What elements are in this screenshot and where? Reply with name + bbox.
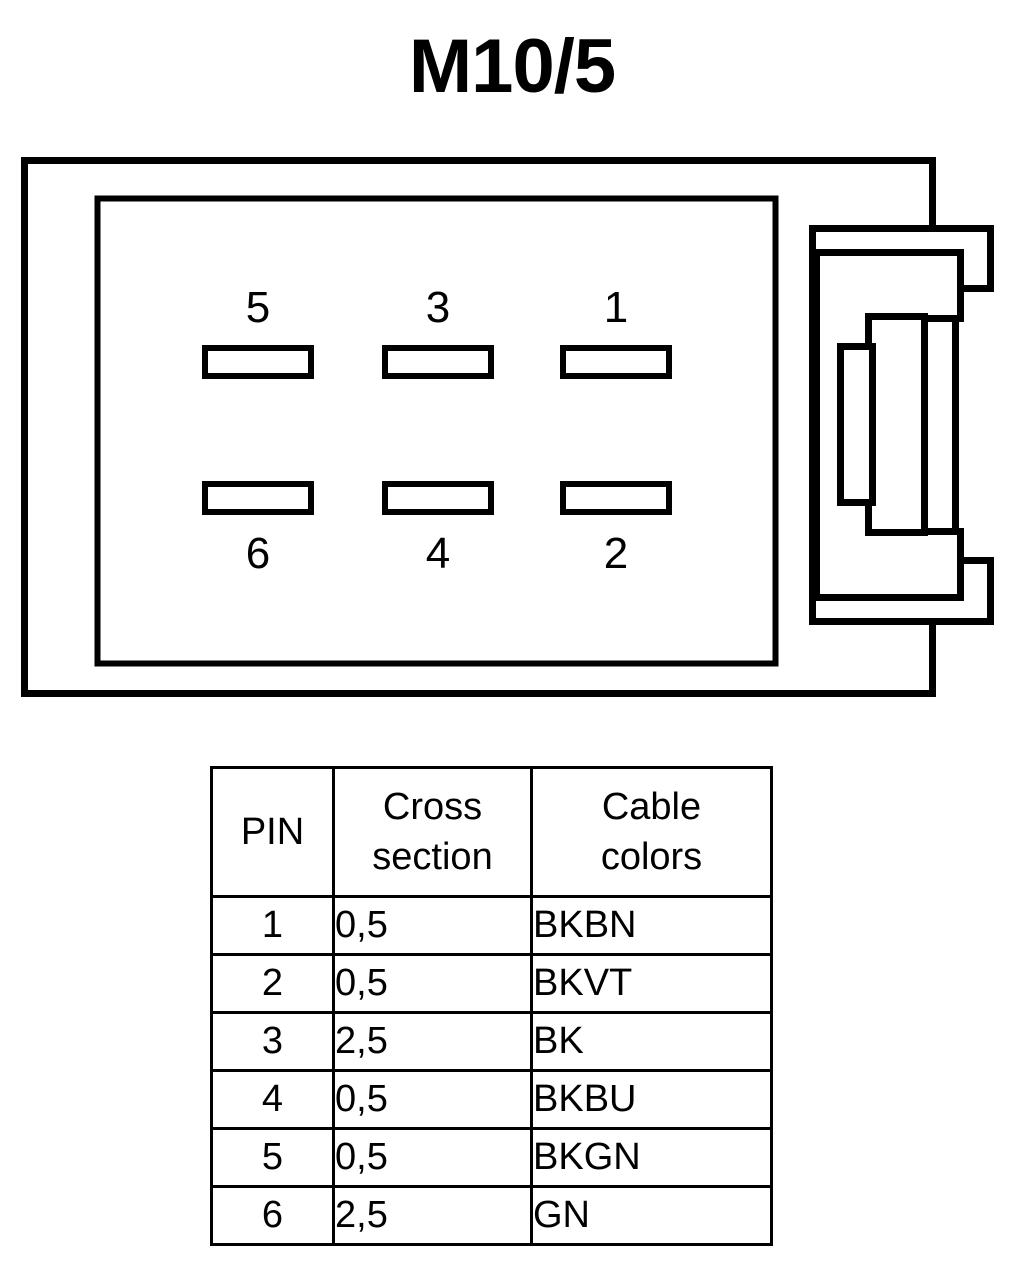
pin-label-2: 2	[604, 529, 628, 578]
connector-latch-tongue	[865, 313, 928, 536]
cell-cable-colors: BKBN	[530, 895, 773, 956]
table-row: 2 0,5 BKVT	[210, 953, 773, 1014]
pin-slot-3	[382, 345, 494, 379]
cell-pin: 1	[210, 895, 335, 956]
pin-label-4: 4	[426, 529, 450, 578]
table-row: 6 2,5 GN	[210, 1185, 773, 1246]
connector-svg: 5 3 1 6 4 2	[21, 157, 994, 697]
connector-inner-cavity	[94, 195, 779, 667]
cell-cable-colors: BKVT	[530, 953, 773, 1014]
pin-label-1: 1	[604, 283, 628, 332]
cell-pin: 4	[210, 1069, 335, 1130]
table-header-row: PIN Cross section Cable colors	[210, 766, 773, 898]
cell-cable-colors: BK	[530, 1011, 773, 1072]
connector-diagram: 5 3 1 6 4 2	[0, 140, 1024, 710]
column-header-color-line1: Cable	[601, 786, 702, 828]
column-header-cross-section: Cross section	[332, 766, 533, 898]
cell-cross-section: 0,5	[332, 953, 533, 1014]
pin-label-3: 3	[426, 283, 450, 332]
column-header-color-line2: colors	[600, 836, 703, 878]
pin-assignment-table: PIN Cross section Cable colors 1 0,5 BKB…	[210, 766, 773, 1246]
column-header-cross-line1: Cross	[382, 786, 483, 828]
table-row: 5 0,5 BKGN	[210, 1127, 773, 1188]
cell-cable-colors: BKBU	[530, 1069, 773, 1130]
pin-slot-6	[202, 481, 314, 515]
column-header-pin: PIN	[210, 766, 335, 898]
cell-pin: 5	[210, 1127, 335, 1188]
pin-slot-1	[560, 345, 672, 379]
cell-cross-section: 2,5	[332, 1011, 533, 1072]
cell-cable-colors: GN	[530, 1185, 773, 1246]
pin-slot-4	[382, 481, 494, 515]
pin-slot-2	[560, 481, 672, 515]
cell-cross-section: 0,5	[332, 1069, 533, 1130]
cell-cross-section: 0,5	[332, 1127, 533, 1188]
pin-slot-5	[202, 345, 314, 379]
pin-assignment-table-wrapper: PIN Cross section Cable colors 1 0,5 BKB…	[210, 766, 773, 1246]
cell-pin: 2	[210, 953, 335, 1014]
table-body: 1 0,5 BKBN 2 0,5 BKVT 3 2,5 BK 4 0,5	[210, 895, 773, 1246]
column-header-cable-colors: Cable colors	[530, 766, 773, 898]
cell-cable-colors: BKGN	[530, 1127, 773, 1188]
table-row: 1 0,5 BKBN	[210, 895, 773, 956]
table-row: 4 0,5 BKBU	[210, 1069, 773, 1130]
column-header-cross-line2: section	[372, 836, 493, 878]
table-header: PIN Cross section Cable colors	[210, 766, 773, 898]
connector-latch-pocket	[837, 343, 876, 506]
cell-pin: 3	[210, 1011, 335, 1072]
cell-cross-section: 0,5	[332, 895, 533, 956]
pin-label-6: 6	[246, 529, 270, 578]
pin-label-5: 5	[246, 283, 270, 332]
table-row: 3 2,5 BK	[210, 1011, 773, 1072]
page-title: M10/5	[408, 24, 616, 109]
cell-cross-section: 2,5	[332, 1185, 533, 1246]
cell-pin: 6	[210, 1185, 335, 1246]
